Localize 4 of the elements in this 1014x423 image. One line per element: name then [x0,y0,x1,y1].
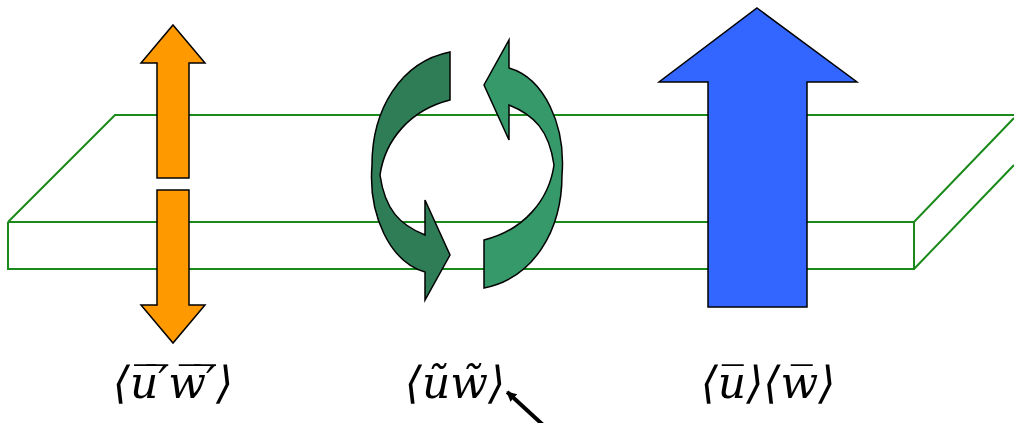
formula-label: ⟨ũw̃⟩ [404,358,506,408]
leader-arrow [505,390,546,423]
formula-label: ⟨u̅⟩⟨w̅⟩ [700,358,836,408]
formula-label: ⟨u̅′̅w̅′̅⟩ [112,358,234,408]
